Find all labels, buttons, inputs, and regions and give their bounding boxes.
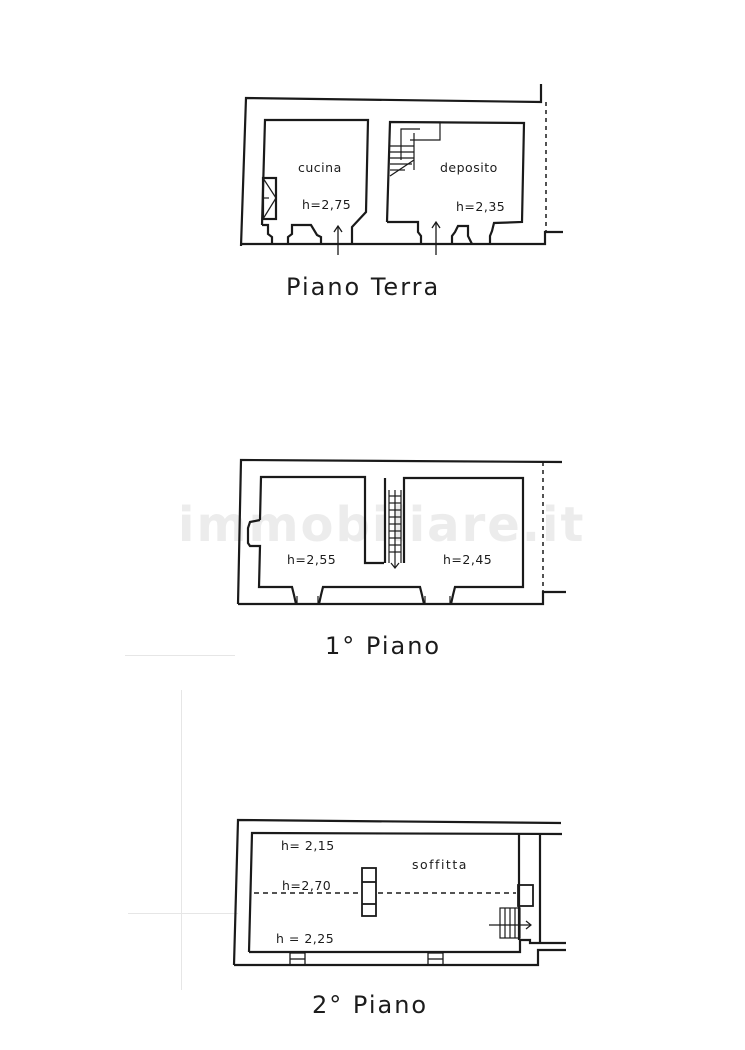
watermark: immobiliare.it [178,497,586,553]
room-height-lower: h = 2,25 [276,931,335,946]
room-label-soffitta: soffitta [412,857,468,872]
room-height-right: h=2,45 [443,552,493,567]
scan-artifact-line [128,913,238,914]
room-height-deposito: h=2,35 [456,199,506,214]
room-height-cucina: h=2,75 [302,197,352,212]
room-label-cucina: cucina [298,160,342,175]
room-height-upper: h= 2,15 [281,838,335,853]
room-height-left: h=2,55 [287,552,337,567]
room-height-ridge: h=2,70 [282,878,332,893]
room-label-deposito: deposito [440,160,498,175]
floor-title-secondo-piano: 2° Piano [312,991,429,1019]
floor-title-primo-piano: 1° Piano [325,632,442,660]
scan-artifact-line [125,655,235,656]
floor-title-piano-terra: Piano Terra [286,273,441,301]
scan-artifact-line [181,690,182,990]
